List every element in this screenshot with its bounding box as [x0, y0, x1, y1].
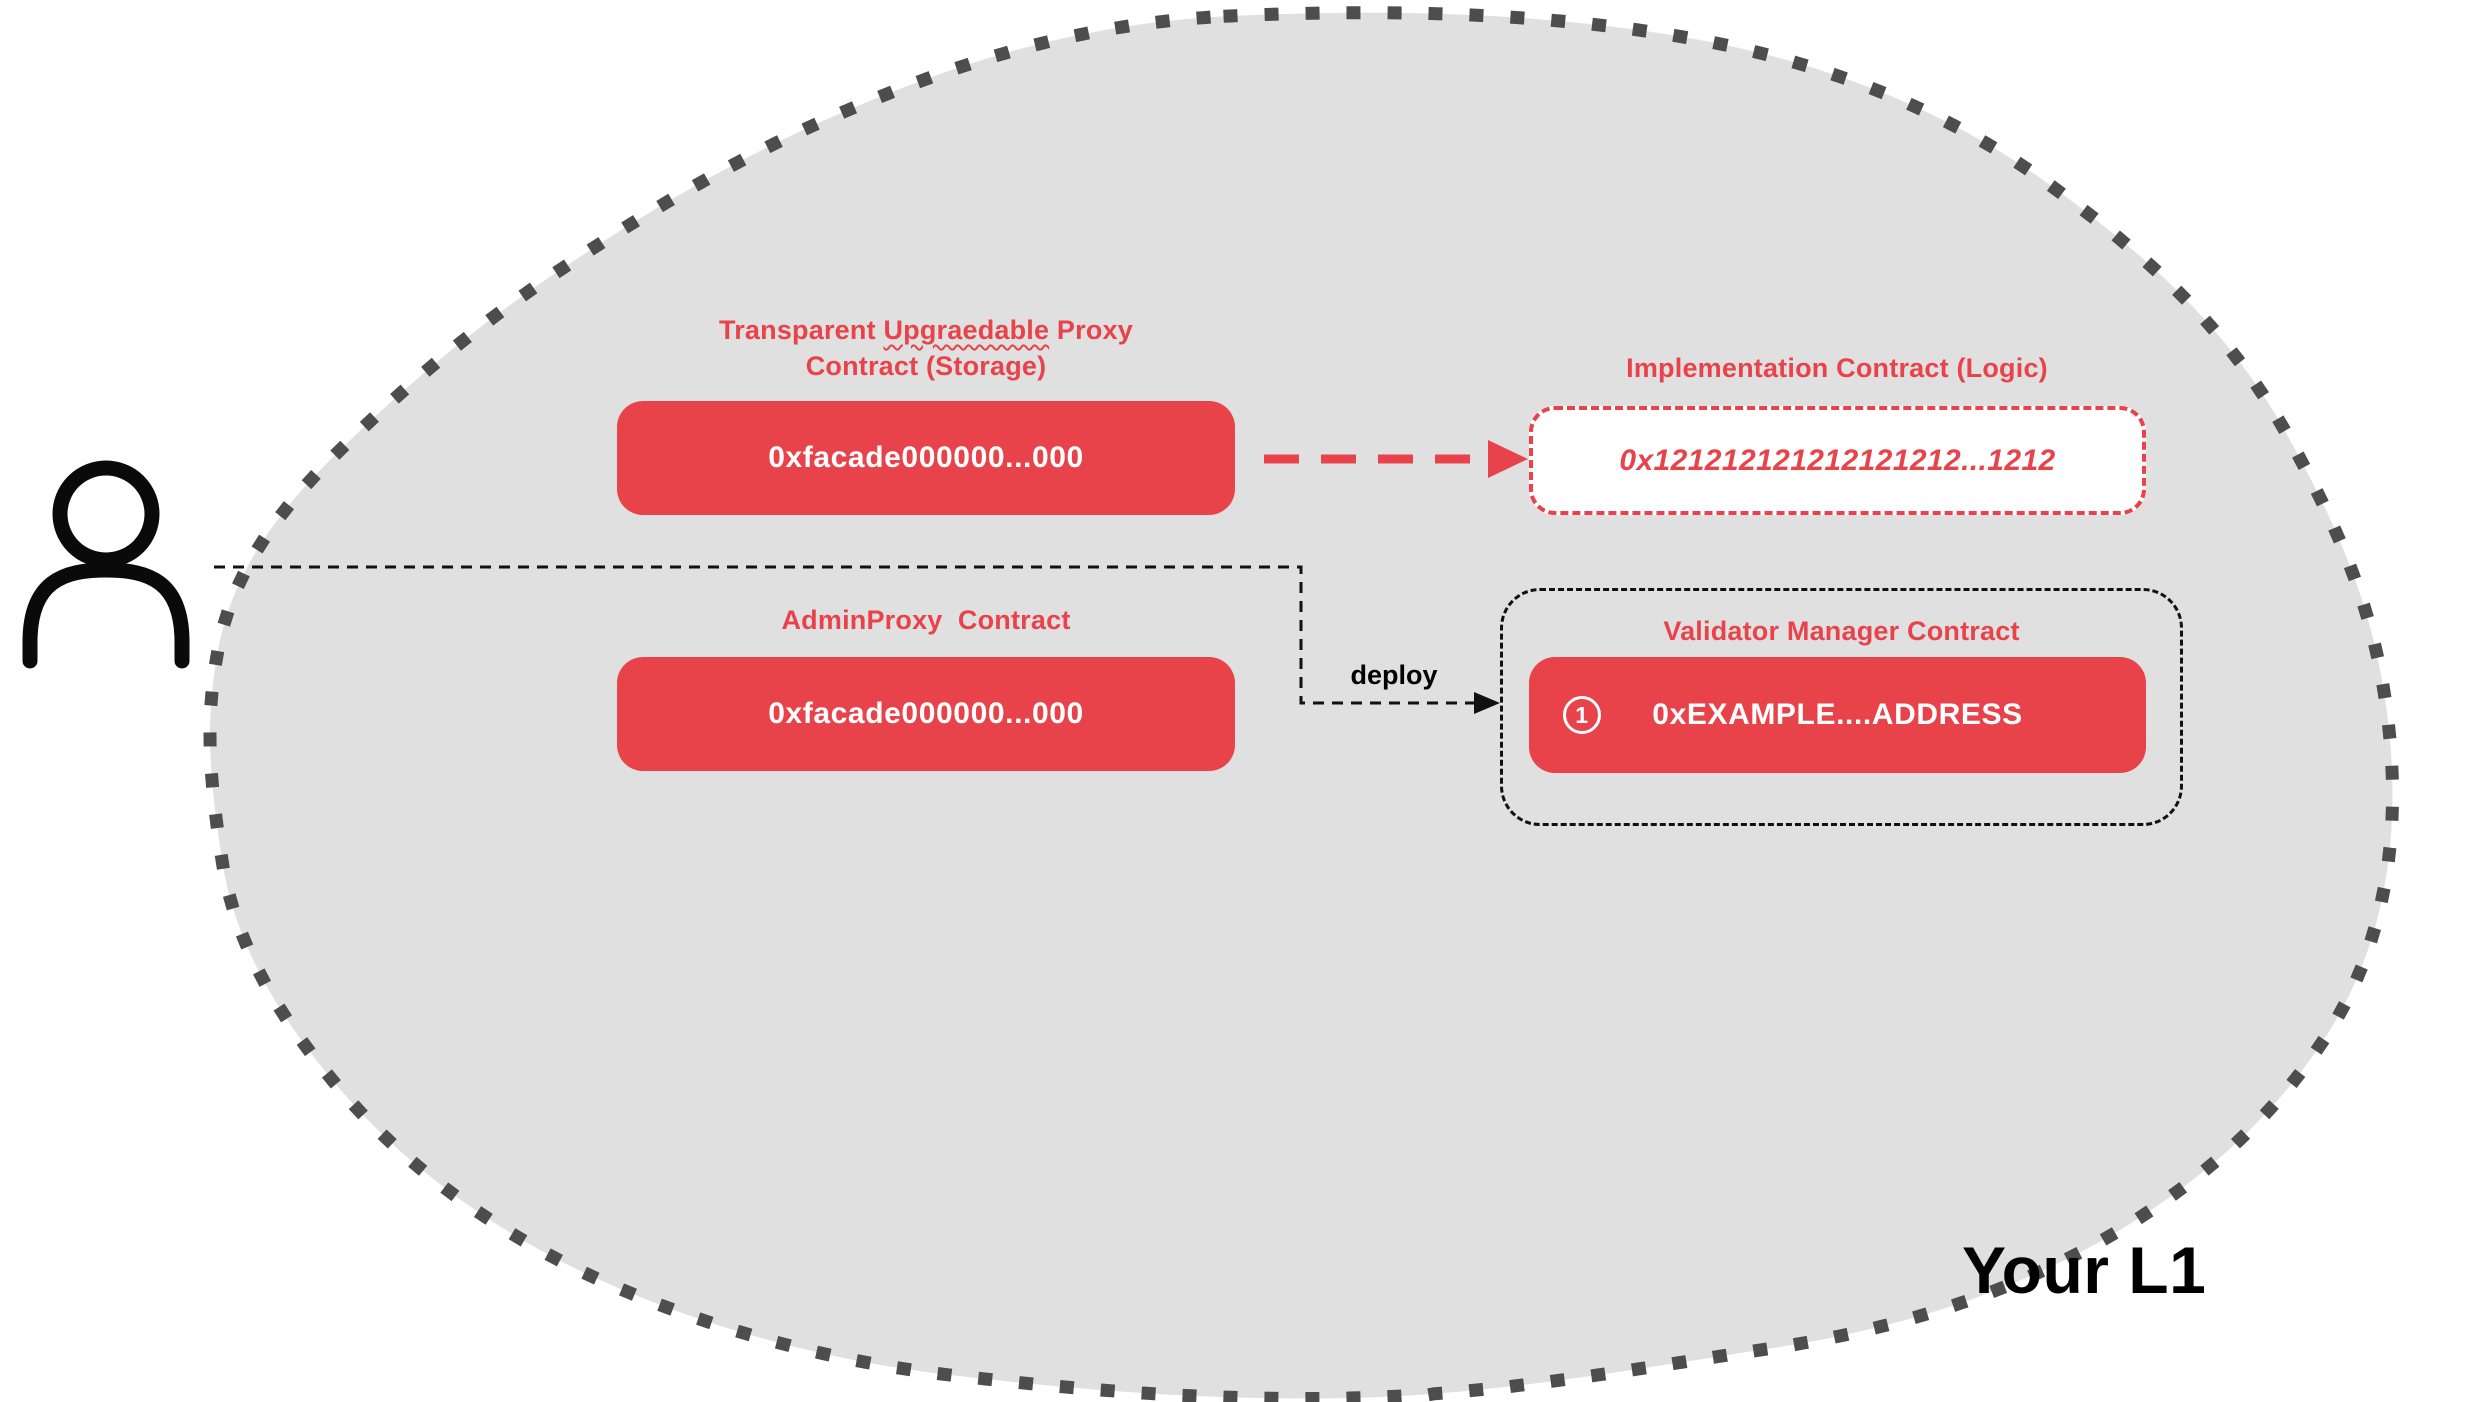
l1-region-dotted-border	[203, 6, 2399, 1402]
l1-region-shape	[210, 12, 2393, 1399]
proxy-address: 0xfacade000000...000	[768, 441, 1084, 474]
user-icon-body	[22, 562, 190, 669]
proxy-contract-title: Transparent Upgraedable Proxy Contract (…	[560, 312, 1292, 384]
admin-proxy-address-box: 0xfacade000000...000	[617, 657, 1235, 771]
validator-manager-container	[1500, 588, 2183, 826]
proxy-contract-title-line2: Contract (Storage)	[805, 351, 1047, 381]
implementation-address: 0x121212121212121212...1212	[1619, 443, 2056, 477]
implementation-address-box: 0x121212121212121212...1212	[1529, 406, 2146, 515]
proxy-to-implementation-arrow	[1264, 440, 1528, 478]
validator-manager-address-box: 1 0xEXAMPLE....ADDRESS	[1529, 657, 2146, 773]
admin-proxy-contract-title: AdminProxy Contract	[781, 605, 1071, 635]
user-icon-head	[52, 460, 160, 568]
deploy-arrowhead	[1474, 692, 1500, 714]
validator-manager-address: 0xEXAMPLE....ADDRESS	[1652, 698, 2023, 731]
region-label: Your L1	[1962, 1233, 2207, 1307]
proxy-contract-title-line1: Transparent Upgraedable Proxy	[719, 315, 1133, 345]
admin-proxy-address: 0xfacade000000...000	[768, 697, 1084, 730]
validator-manager-title: Validator Manager Contract	[1663, 616, 2020, 646]
proxy-address-box: 0xfacade000000...000	[617, 401, 1235, 515]
user-icon	[22, 460, 190, 669]
misspelled-word: Upgraedable	[883, 315, 1050, 345]
user-deploy-connector	[214, 565, 1500, 714]
deploy-label: deploy	[1350, 660, 1438, 690]
proxy-arrowhead	[1488, 440, 1528, 478]
step-1-badge: 1	[1563, 696, 1601, 734]
implementation-contract-title: Implementation Contract (Logic)	[1626, 353, 2048, 383]
